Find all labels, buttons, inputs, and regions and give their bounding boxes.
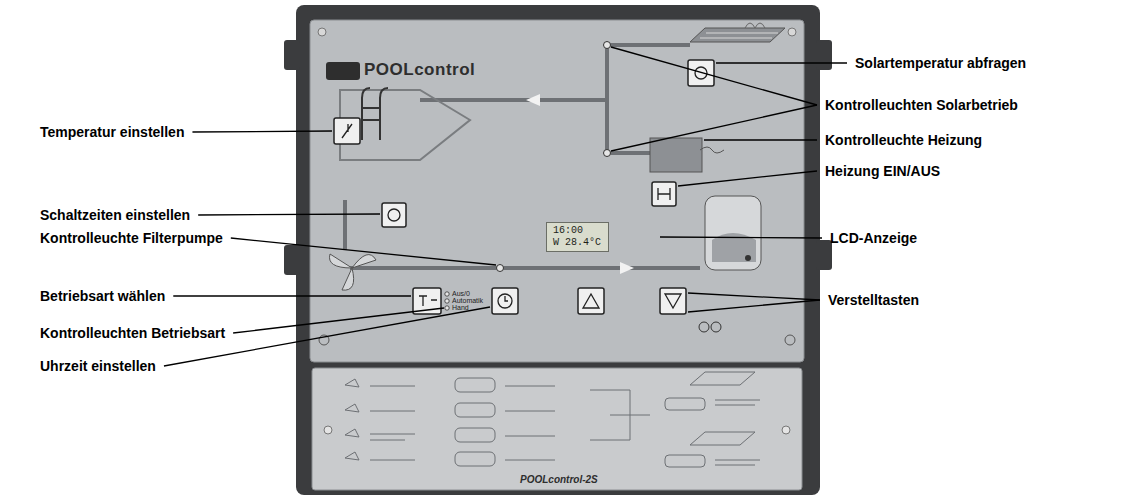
- panel-print: Aus/0: [452, 290, 470, 298]
- leader-line: [716, 62, 847, 63]
- callout-label: Kontrolleuchte Heizung: [825, 132, 982, 148]
- panel-print: Automatik: [452, 297, 483, 305]
- leader-line: [678, 171, 817, 186]
- leader-line: [660, 237, 822, 238]
- panel-print: Hand: [452, 304, 469, 312]
- leader-line: [192, 131, 332, 132]
- callout-label: Kontrolleuchten Betriebsart: [40, 325, 225, 341]
- leader-line: [704, 139, 817, 140]
- callout-label: Temperatur einstellen: [40, 124, 184, 140]
- leader-line: [231, 238, 496, 265]
- leader-line: [611, 47, 817, 105]
- callout-label: Schaltzeiten einstellen: [40, 207, 190, 223]
- leader-line: [198, 214, 380, 215]
- panel-print: POOLcontrol: [364, 62, 475, 78]
- lcd-text: W 28.4°C: [553, 237, 602, 249]
- leader-line: [611, 105, 817, 151]
- callout-label: Betriebsart wählen: [40, 288, 165, 304]
- callout-label: LCD-Anzeige: [830, 230, 917, 246]
- leader-line: [688, 300, 820, 312]
- panel-print: POOLcontrol-2S: [520, 474, 598, 486]
- leader-line: [173, 295, 411, 296]
- callout-label: Uhrzeit einstellen: [40, 358, 156, 374]
- lcd-display: 16:00W 28.4°C: [546, 222, 609, 252]
- callout-label: Verstelltasten: [828, 292, 919, 308]
- callout-label: Kontrolleuchte Filterpumpe: [40, 230, 223, 246]
- callout-label: Kontrolleuchten Solarbetrieb: [825, 97, 1018, 113]
- leader-line: [688, 293, 820, 300]
- callout-label: Solartemperatur abfragen: [855, 55, 1026, 71]
- lcd-text: 16:00: [553, 225, 602, 237]
- callout-label: Heizung EIN/AUS: [825, 163, 940, 179]
